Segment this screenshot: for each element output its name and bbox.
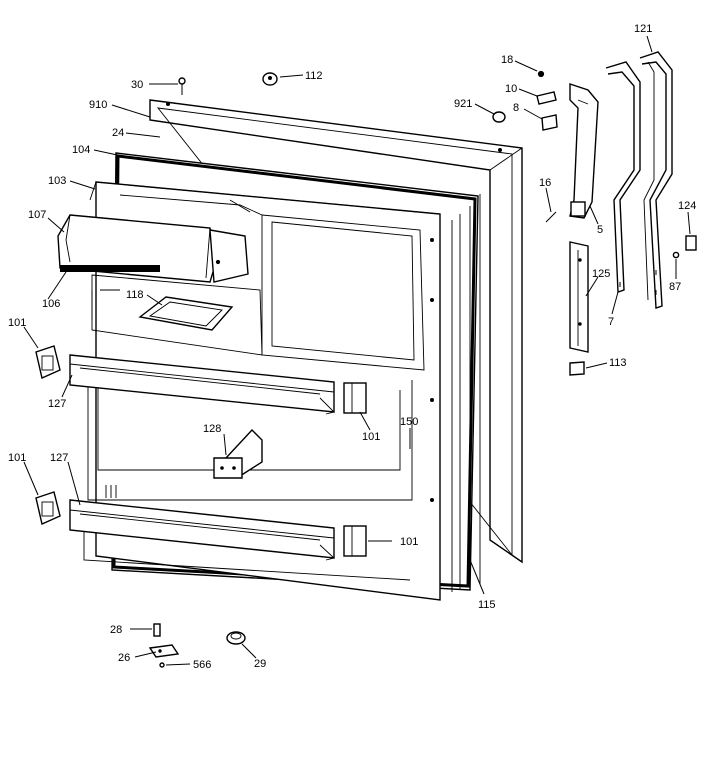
- screw-16: [545, 211, 557, 223]
- callout-150: 150: [400, 416, 418, 428]
- callout-7: 7: [608, 316, 614, 328]
- callout-112: 112: [305, 70, 323, 82]
- dairy-hinge: [60, 265, 160, 272]
- cap: [226, 631, 246, 645]
- callout-107: 107: [28, 209, 46, 221]
- callout-115: 115: [478, 599, 496, 611]
- door-stop: [153, 623, 161, 637]
- callout-101: 101: [8, 317, 26, 329]
- callout-101: 101: [362, 431, 380, 443]
- callout-106: 106: [42, 298, 60, 310]
- callout-26: 26: [118, 652, 130, 664]
- callout-104: 104: [72, 144, 90, 156]
- shelf-bracket-upper-left: [35, 345, 61, 379]
- shelf-bracket-upper-right: [343, 382, 367, 414]
- callout-113: 113: [609, 357, 627, 369]
- door-shelf-upper: [69, 354, 335, 415]
- callout-87: 87: [669, 281, 681, 293]
- callout-5: 5: [597, 224, 603, 236]
- clip-10: [536, 91, 557, 105]
- shelf-divider: [213, 428, 263, 479]
- callout-127: 127: [48, 398, 66, 410]
- callout-118: 118: [126, 289, 144, 301]
- door-shelf-lower: [69, 499, 335, 561]
- hinge-arm-121: [639, 51, 673, 309]
- callout-128: 128: [203, 423, 221, 435]
- tray: [138, 296, 234, 331]
- channel-125: [569, 241, 589, 353]
- shelf-bracket-lower-right: [343, 525, 367, 557]
- callout-910: 910: [89, 99, 107, 111]
- callout-125: 125: [592, 268, 610, 280]
- callout-124: 124: [678, 200, 696, 212]
- callout-18: 18: [501, 54, 513, 66]
- callout-29: 29: [254, 658, 266, 670]
- callout-101: 101: [8, 452, 26, 464]
- callout-101: 101: [400, 536, 418, 548]
- screw-87: [672, 251, 680, 259]
- callout-121: 121: [634, 23, 652, 35]
- cap-124: [685, 235, 697, 251]
- shelf-bracket-lower-left: [35, 491, 61, 525]
- screw-18: [537, 70, 545, 78]
- hinge-arm-7: [605, 61, 641, 293]
- callout-103: 103: [48, 175, 66, 187]
- plug-112: [262, 72, 278, 86]
- callout-566: 566: [193, 659, 211, 671]
- callout-921: 921: [454, 98, 472, 110]
- callout-16: 16: [539, 177, 551, 189]
- hinge-plate: [148, 644, 180, 658]
- callout-10: 10: [505, 83, 517, 95]
- callout-127: 127: [50, 452, 68, 464]
- leader-lines: [23, 35, 691, 666]
- callout-24: 24: [112, 127, 124, 139]
- callout-8: 8: [513, 102, 519, 114]
- screw: [159, 662, 165, 668]
- hinge-bracket-5: [569, 83, 599, 219]
- callout-labels: 30 112 910 24 104 103 107 106 118 101 12…: [8, 23, 696, 671]
- cap-113: [569, 361, 585, 376]
- block-8: [541, 114, 558, 131]
- cap-921: [492, 111, 506, 123]
- callout-30: 30: [131, 79, 143, 91]
- callout-28: 28: [110, 624, 122, 636]
- screw-30: [178, 77, 186, 95]
